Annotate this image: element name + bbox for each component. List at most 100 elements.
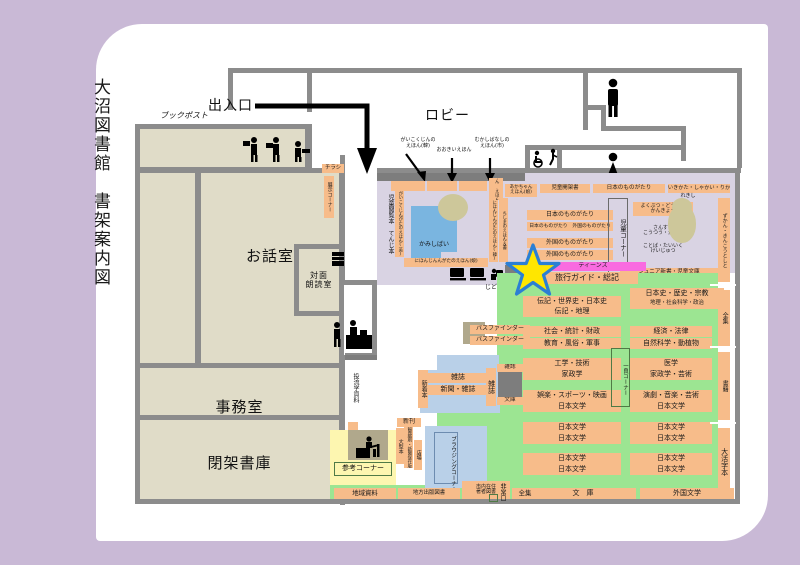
- shelf-pathfinder-2[interactable]: パスファインダー: [470, 336, 530, 345]
- shelf-bunko-bottom[interactable]: 文 庫: [530, 488, 636, 499]
- shelf-main-R5[interactable]: 医学: [630, 358, 712, 369]
- shelf-child-row1-left[interactable]: 日本のものがたり: [527, 210, 613, 220]
- shelf-magazine-v[interactable]: 雑誌: [486, 368, 496, 406]
- emergency-exit-label: 非常口: [499, 483, 506, 501]
- shelf-main-L5[interactable]: 工学・技術: [523, 358, 621, 369]
- shelf-child-row4-left[interactable]: 外国のものがたり: [527, 250, 613, 260]
- shelf-main-L7[interactable]: 娯楽・スポーツ・映画: [523, 390, 621, 401]
- shelf-junior[interactable]: ジュニア新書・児童文庫: [620, 268, 718, 277]
- shelf-main-R1[interactable]: 日本史・歴史・宗教: [630, 288, 724, 299]
- wall-restroom-mens-bottom: [583, 105, 606, 110]
- shelf-child-row3-left[interactable]: 外国のものがたり: [527, 238, 613, 248]
- browsing-corner-label: ブラウジングコーナー: [450, 436, 456, 492]
- shelf-main-L10[interactable]: 日本文学: [523, 433, 621, 444]
- shelf-news-magazine[interactable]: 新聞・雑誌: [425, 385, 491, 395]
- label-rekishi: れきし: [680, 193, 696, 199]
- shelf-zasshi-small[interactable]: 雑誌: [497, 364, 523, 372]
- shelf-main-R12[interactable]: 日本文学: [630, 464, 712, 475]
- shelf-japanese-ehon-v[interactable]: にほんじんがたのえほん(韓): [489, 200, 498, 262]
- shelf-display-corner[interactable]: 展示コーナー: [324, 176, 334, 218]
- men-restroom-icon: [608, 78, 618, 117]
- room-closed-stacks[interactable]: 閉架書庫: [135, 415, 344, 504]
- kamishibai-area-ext: [411, 235, 441, 261]
- shelf-main-L2[interactable]: 伝記・地理: [523, 307, 621, 317]
- shelf-foreign-lit-bottom[interactable]: 外国文学: [640, 488, 734, 499]
- shelf-flyers[interactable]: チラシ: [322, 164, 344, 173]
- shelf-lobby-top-2[interactable]: [427, 181, 457, 191]
- shelf-city-authors[interactable]: 市内在住 著者図書: [462, 481, 510, 499]
- zone-bunko-shelf-block: [498, 370, 522, 402]
- shelf-shinchaku-v[interactable]: 新着本: [418, 370, 428, 408]
- shelf-lobby-bottom-band[interactable]: にほんじんんがたのえほん(娘): [404, 258, 488, 267]
- shelf-local-publications[interactable]: 地方出版図書: [398, 488, 460, 499]
- shelf-shinkan[interactable]: 新刊: [397, 418, 421, 427]
- shelf-child-right-3[interactable]: ことば・たいいく けいじゅつ: [642, 242, 683, 254]
- room-closed-stacks-label: 閉架書庫: [207, 454, 272, 472]
- shelf-main-L4[interactable]: 教育・風俗・軍事: [523, 338, 621, 349]
- shelf-chishima-ehon-v[interactable]: ちしまのえほん＆書: [499, 198, 508, 262]
- shelf-main-L11[interactable]: 日本文学: [523, 453, 621, 464]
- good-corner-label: 一良コーナー: [622, 362, 628, 396]
- room-story-left: [135, 168, 200, 368]
- entrance-arrow-icon: [255, 103, 377, 174]
- shelf-child-ikikata[interactable]: いきかた・しゃかい・りか: [668, 184, 730, 193]
- shelf-daikatsuji-v[interactable]: 大活字本: [718, 428, 730, 496]
- shelf-divider-1: [710, 284, 736, 286]
- zone-browsing-corner: [425, 426, 487, 488]
- wall-entryhall-right: [372, 280, 377, 358]
- shelf-lobby-top-3[interactable]: [459, 181, 487, 191]
- shelf-magazine[interactable]: 雑誌: [425, 373, 491, 383]
- wall-restroom-acc-right: [557, 145, 562, 173]
- wall-restroom-mid: [601, 126, 686, 131]
- shelf-local-materials[interactable]: 地域資料: [334, 488, 396, 499]
- shelf-shinbun-hozon-v[interactable]: 新聞縮刷・新聞保存版: [404, 424, 413, 468]
- shelf-main-L6[interactable]: 家政学: [523, 369, 621, 380]
- shelf-child-right-2[interactable]: さんすう こうつう・かてい: [642, 224, 683, 236]
- baby-changing-icon: [549, 148, 558, 166]
- counter-small-icon: [332, 252, 344, 266]
- shelf-zukan-v[interactable]: ずかん・きんこうとしと: [718, 198, 730, 282]
- shelf-main-L12[interactable]: 日本文学: [523, 464, 621, 475]
- reference-desk-icon: [356, 436, 380, 458]
- good-corner-box: [611, 348, 630, 407]
- shelf-main-L3[interactable]: 社会・統計・財政: [523, 326, 621, 337]
- shelf-baby-ehon-v[interactable]: あかちゃん えほん(娘): [489, 178, 503, 200]
- shelf-main-L1[interactable]: 伝記・世界史・日本史: [523, 296, 621, 307]
- room-office-label: 事務室: [215, 398, 264, 416]
- shelf-main-R10[interactable]: 日本文学: [630, 433, 712, 444]
- shelf-main-R3[interactable]: 経済・法律: [630, 326, 712, 337]
- shelf-child-nihon-mono-top[interactable]: 日本のものがたり: [593, 184, 665, 193]
- wall-restroom-left-v: [525, 145, 530, 173]
- zone-counter-block: [345, 355, 377, 360]
- shelf-child-akachan[interactable]: あかちゃん えほん(娘): [505, 184, 537, 197]
- shelf-main-R6[interactable]: 家政学・芸術: [630, 369, 712, 380]
- shelf-travel-guide[interactable]: 旅行ガイド・総記: [536, 272, 638, 284]
- shelf-oogata-bon-v[interactable]: 大型本: [396, 428, 404, 464]
- shelf-main-L9[interactable]: 日本文学: [523, 422, 621, 433]
- shelf-foreign-ehon-v[interactable]: がいこくじんがたのえほん(英): [395, 191, 404, 257]
- wall-restroom-mens-left: [583, 68, 588, 130]
- computer-terminal-icon[interactable]: [450, 268, 504, 284]
- wall-entryhall-bottom: [345, 280, 377, 285]
- label-kyouryuu-shiryou: 投流学資料: [352, 373, 359, 403]
- shelf-main-R8[interactable]: 日本文学: [630, 401, 712, 412]
- shelf-child-kaisho[interactable]: 児童開架書: [540, 184, 590, 193]
- wall-restroom-womens-top: [525, 145, 685, 150]
- shelf-child-row2-left[interactable]: 日本のものがたり 外国のものがたり: [527, 222, 613, 231]
- shelf-zenshu-bottom[interactable]: 全集: [512, 488, 538, 499]
- shelf-teens[interactable]: ティーンズ: [540, 262, 646, 271]
- reception-counter-icon[interactable]: [330, 320, 376, 350]
- shelf-main-R11[interactable]: 日本文学: [630, 453, 712, 464]
- shelf-main-R7[interactable]: 演劇・音楽・芸術: [630, 390, 712, 401]
- shelf-pathfinder-1[interactable]: パスファインダー: [470, 325, 530, 334]
- shelf-main-L8[interactable]: 日本文学: [523, 401, 621, 412]
- shelf-main-R2[interactable]: 地理・社会科学・政治: [630, 299, 724, 309]
- shelf-lobby-top-1[interactable]: [391, 181, 425, 191]
- wall-restroom-mens-bottom2: [601, 105, 606, 130]
- shelf-shoseki-v[interactable]: 書籍: [718, 352, 730, 420]
- shelf-main-R9[interactable]: 日本文学: [630, 422, 712, 433]
- shelf-bunko-small[interactable]: 文庫: [497, 397, 523, 405]
- shelf-tenjou-v[interactable]: 店場: [414, 440, 422, 470]
- shelf-main-R4[interactable]: 自然科学・動植物: [630, 338, 712, 349]
- round-table-children-2: [672, 198, 692, 216]
